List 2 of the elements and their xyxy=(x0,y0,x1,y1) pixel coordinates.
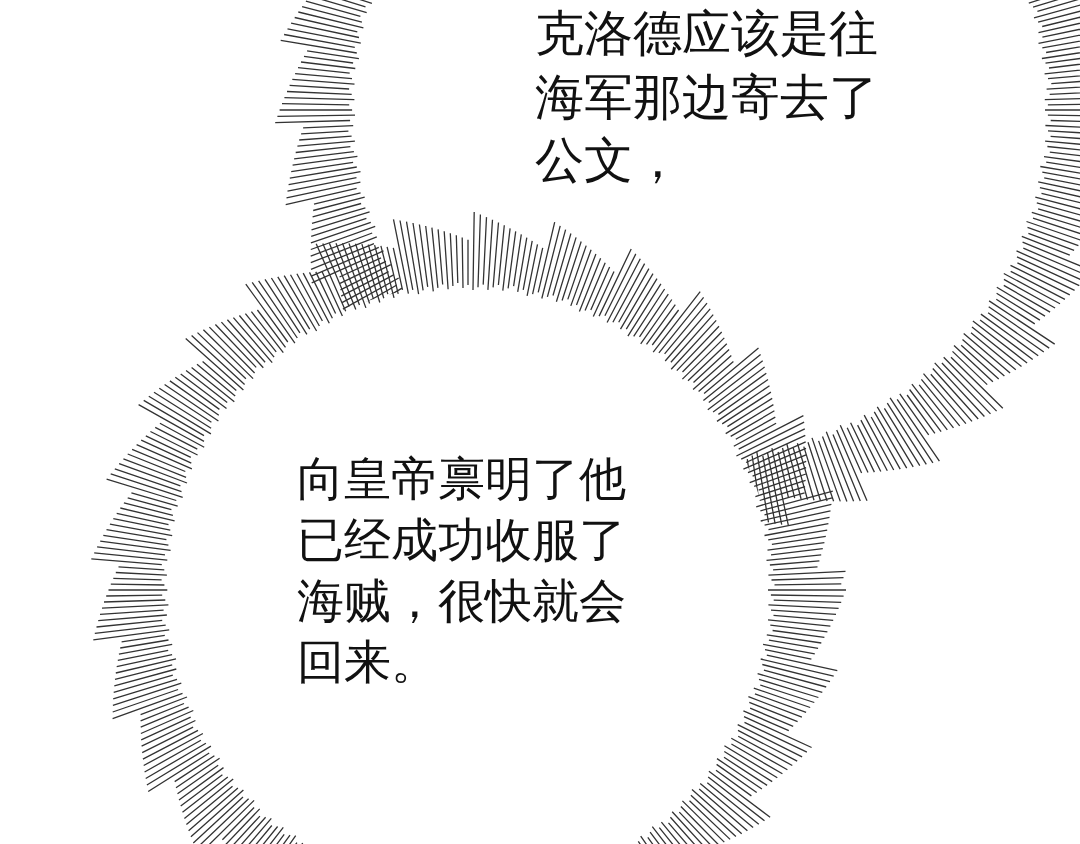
speech-text: 克洛德应该是往海军那边寄去了公文， xyxy=(535,4,879,192)
speech-text: 向皇帝禀明了他已经成功收服了海贼，很快就会回来。 xyxy=(297,450,627,692)
